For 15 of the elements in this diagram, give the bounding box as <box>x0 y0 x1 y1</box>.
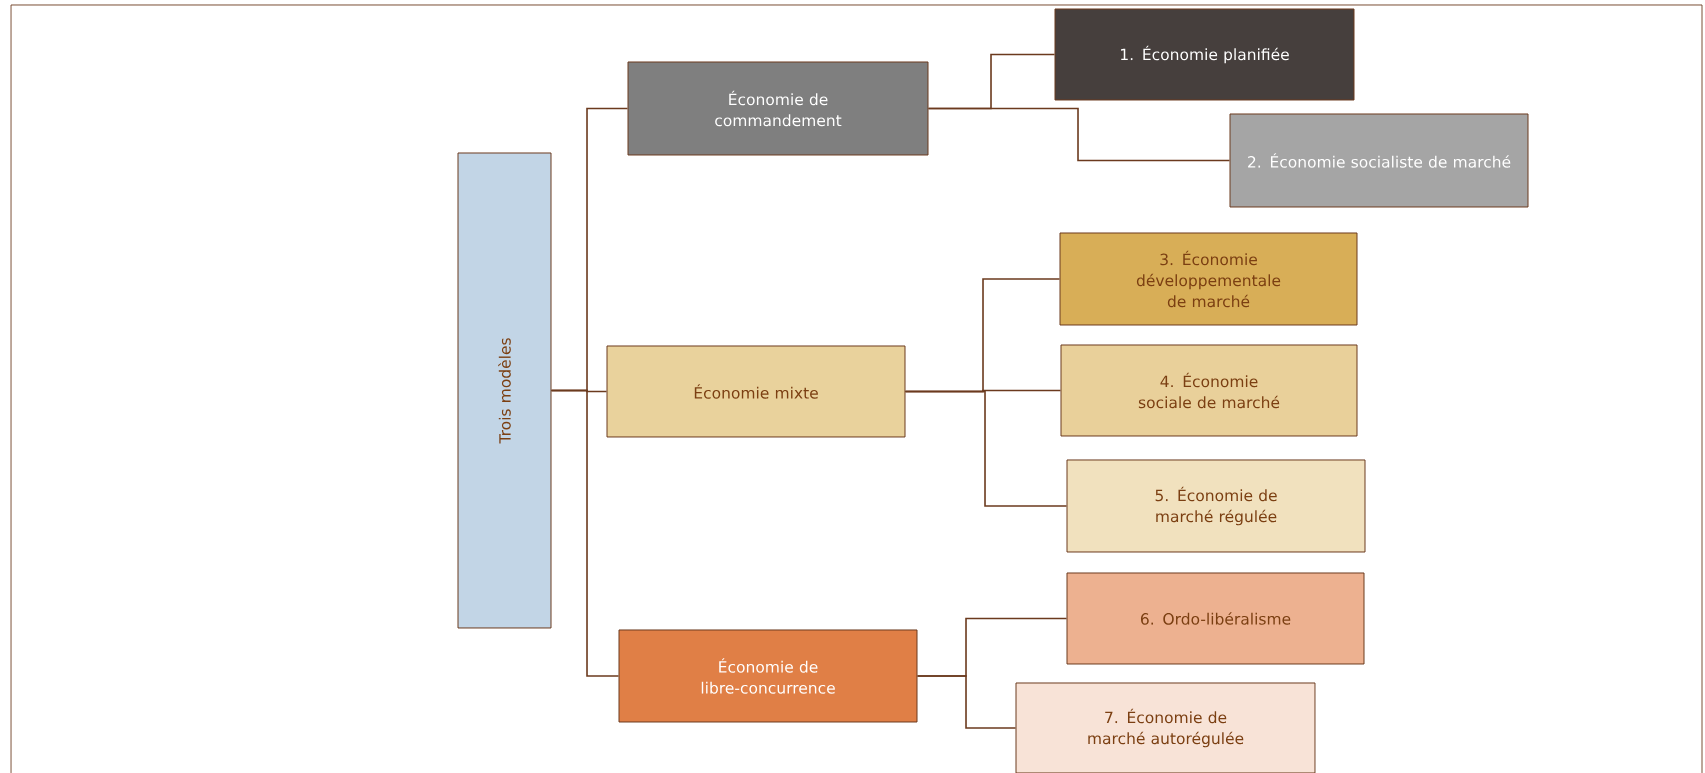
model-box: 1. Économie planifiée <box>1054 8 1355 101</box>
category-box: Économie de commandement <box>627 61 929 156</box>
connector <box>916 675 1017 729</box>
connector <box>550 389 620 677</box>
category-box: Économie de libre-concurrence <box>618 629 918 723</box>
connector <box>927 107 1231 162</box>
model-box: 5. Économie de marché régulée <box>1066 459 1366 553</box>
root-box: Trois modèles <box>457 152 552 629</box>
category-box: Économie mixte <box>606 345 906 438</box>
model-box: 7. Économie de marché autorégulée <box>1015 682 1316 773</box>
model-box: 6. Ordo-libéralisme <box>1066 572 1365 665</box>
model-box: 2. Économie socialiste de marché <box>1229 113 1529 208</box>
model-box: 4. Économie sociale de marché <box>1060 344 1358 437</box>
connector <box>904 390 1068 507</box>
model-box: 3. Économie développementale de marché <box>1059 232 1358 326</box>
